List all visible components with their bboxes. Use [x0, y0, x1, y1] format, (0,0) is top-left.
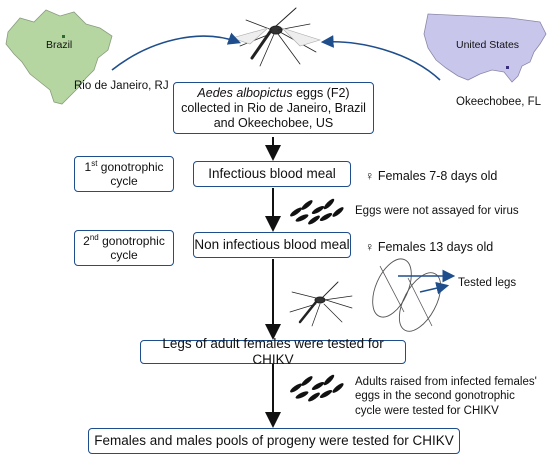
mosquito-leg-icon: [372, 258, 442, 332]
cycle2-suffix: nd: [89, 232, 99, 242]
second-cycle-box: 2nd gonotrophic cycle: [74, 230, 174, 266]
progeny-tested-box: Females and males pools of progeny were …: [88, 428, 460, 454]
brazil-label: Brazil: [46, 39, 73, 51]
usa-map-icon: [423, 13, 547, 83]
cycle1-suffix: st: [91, 158, 98, 168]
legs-tested-box: Legs of adult females were tested for CH…: [140, 336, 406, 367]
usa-label: United States: [456, 39, 520, 51]
adults-raised-line2: eggs in the second gonotrophic: [355, 390, 515, 403]
cycle2-rest: gonotrophic: [98, 233, 165, 248]
eggs-icon: [290, 198, 344, 225]
cycle1-line2: cycle: [110, 174, 138, 188]
usa-place: Okeechobee, FL: [456, 96, 542, 108]
eggs-line2: collected in Rio de Janeiro, Brazil: [181, 100, 366, 115]
infectious-blood-meal-box: Infectious blood meal: [193, 161, 351, 187]
non-infectious-blood-meal-box: Non infectious blood meal: [193, 232, 351, 258]
first-cycle-box: 1st gonotrophic cycle: [74, 156, 174, 192]
cycle2-line2: cycle: [110, 248, 138, 262]
brazil-arrow: [111, 32, 242, 71]
cycle1-ordinal: 1: [84, 159, 92, 174]
usa-arrow: [320, 35, 441, 81]
tested-legs-arrow: [419, 281, 450, 295]
tested-legs-label: Tested legs: [458, 277, 517, 289]
brazil-place: Rio de Janeiro, RJ: [74, 80, 169, 92]
females-7-8-note: ♀ Females 7-8 days old: [365, 169, 498, 183]
cycle2-ordinal: 2: [83, 233, 90, 248]
brazil-map-icon: [5, 9, 113, 105]
mosquito-icon: [289, 281, 353, 327]
eggs-line1: eggs (F2): [292, 85, 350, 100]
adults-raised-line1: Adults raised from infected females': [355, 376, 537, 388]
mosquito-icon: [230, 7, 322, 67]
eggs-line3: and Okeechobee, US: [213, 115, 334, 130]
adults-raised-note: Adults raised from infected females' egg…: [355, 375, 537, 418]
cycle1-rest: gonotrophic: [97, 159, 164, 174]
adults-raised-line3: cycle were tested for CHIKV: [355, 404, 499, 417]
species-name: Aedes albopictus: [197, 85, 293, 100]
eggs-icon: [290, 374, 344, 402]
eggs-collected-box: Aedes albopictus eggs (F2) collected in …: [173, 82, 374, 134]
eggs-not-assayed-note: Eggs were not assayed for virus: [355, 205, 519, 217]
females-13-note: ♀ Females 13 days old: [365, 240, 494, 254]
